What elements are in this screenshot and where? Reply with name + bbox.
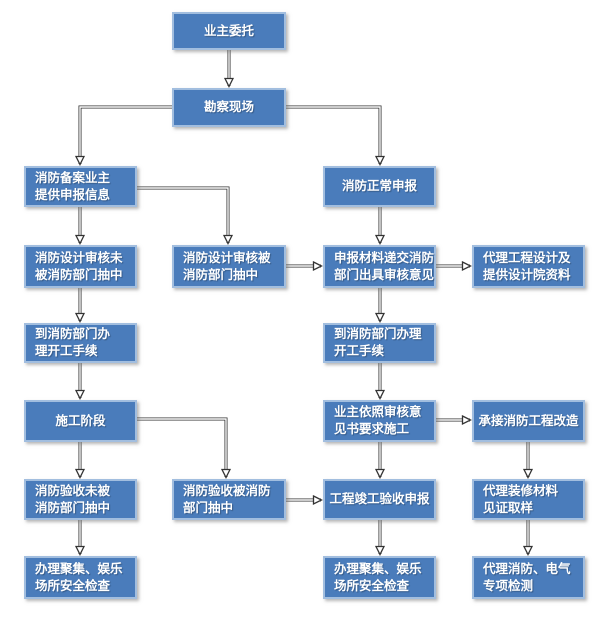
flow-node-acceptance-not-sampled: 消防验收未被 消防部门抽中 <box>24 479 137 520</box>
connector-e13 <box>137 418 232 479</box>
flow-node-site-survey: 勘察现场 <box>172 88 286 127</box>
flow-node-design-review-sampled: 消防设计审核被 消防部门抽中 <box>172 245 286 288</box>
flow-node-submit-materials-review-opinion: 申报材料递交消防 部门出具审核意见 <box>323 245 436 288</box>
flow-node-owner-commission: 业主委托 <box>172 12 286 50</box>
flow-node-start-work-formalities-left: 到消防部门办 理开工手续 <box>24 323 137 363</box>
flow-node-design-review-not-sampled: 消防设计审核未 被消防部门抽中 <box>24 245 137 288</box>
connector-e5-outline <box>137 186 230 243</box>
flow-node-start-work-formalities-right: 到消防部门办理 开工手续 <box>323 323 436 363</box>
connector-e2-outline <box>78 105 172 164</box>
connector-e3-outline <box>286 105 382 164</box>
flow-node-record-filing-owner-info: 消防备案业主 提供申报信息 <box>24 166 137 207</box>
flow-node-completion-acceptance-declaration: 工程竣工验收申报 <box>323 479 436 520</box>
flow-node-agent-fire-electrical-testing: 代理消防、电气 专项检测 <box>472 556 585 599</box>
flow-node-normal-declaration: 消防正常申报 <box>323 166 436 207</box>
flow-node-venue-safety-check-left: 办理聚集、娱乐 场所安全检查 <box>24 556 137 599</box>
connector-e13-outline <box>137 417 228 477</box>
connector-e5 <box>137 187 234 245</box>
flow-node-construction-phase: 施工阶段 <box>24 400 137 442</box>
flow-node-agent-material-witness-sampling: 代理装修材料 见证取样 <box>472 479 585 520</box>
flow-node-acceptance-sampled: 消防验收被消防 部门抽中 <box>172 479 286 520</box>
flow-node-agent-engineering-design: 代理工程设计及 提供设计院资料 <box>472 245 585 288</box>
connector-e3 <box>286 106 386 166</box>
flow-node-undertake-fire-renovation: 承接消防工程改造 <box>472 400 585 442</box>
flow-node-construct-per-review-opinion: 业主依照审核意 见书要求施工 <box>323 400 436 442</box>
flow-node-venue-safety-check-right: 办理聚集、娱乐 场所安全检查 <box>323 556 436 599</box>
connector-e2 <box>74 106 172 166</box>
